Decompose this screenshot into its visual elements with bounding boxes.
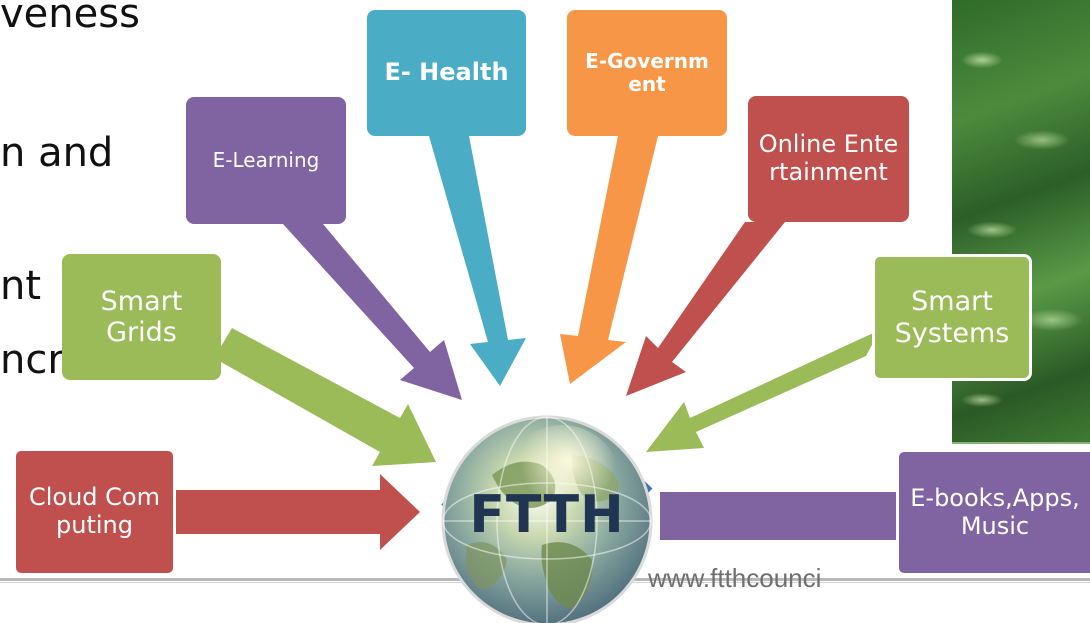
- arrow-e-health: [429, 136, 526, 386]
- node-e-government-label: E-Government: [585, 49, 709, 96]
- node-ebooks-label: E-books,Apps, Music: [910, 483, 1080, 540]
- node-smart-systems-label: Smart Systems: [894, 286, 1010, 349]
- arrow-online-entertainment: [626, 222, 785, 396]
- hub-label: FTTH: [469, 485, 625, 545]
- globe-icon: [441, 415, 653, 623]
- background-text-line-2: n and: [0, 130, 114, 176]
- arrow-cloud-computing: [176, 474, 420, 550]
- node-e-learning-label: E-Learning: [212, 148, 320, 172]
- node-e-health: E- Health: [367, 10, 526, 136]
- website-url: www.ftthcounci: [648, 563, 822, 593]
- background-text-line-1: veness: [0, 0, 140, 37]
- arrow-e-government: [560, 136, 658, 384]
- node-cloud-computing: Cloud Computing: [13, 448, 176, 576]
- node-smart-grids-label: Smart Grids: [100, 285, 183, 348]
- photo-divider: [952, 442, 1090, 444]
- arrow-ebooks: [660, 492, 900, 540]
- node-cloud-computing-label: Cloud Computing: [28, 483, 160, 539]
- arrow-smart-systems: [646, 330, 880, 452]
- node-e-government: E-Government: [567, 10, 727, 136]
- node-e-learning: E-Learning: [186, 97, 346, 224]
- node-ebooks: E-books,Apps, Music: [896, 449, 1090, 576]
- node-online-entertainment: Online Entertainment: [748, 96, 909, 222]
- arrow-smart-grids: [214, 328, 436, 466]
- hub-globe: FTTH: [422, 395, 672, 623]
- arrow-e-learning: [283, 224, 462, 400]
- node-online-entertainment-label: Online Entertainment: [758, 130, 899, 186]
- node-smart-systems: Smart Systems: [872, 254, 1032, 381]
- node-smart-grids: Smart Grids: [62, 254, 221, 380]
- background-text-line-3: nt: [0, 263, 42, 309]
- node-e-health-label: E- Health: [384, 58, 509, 87]
